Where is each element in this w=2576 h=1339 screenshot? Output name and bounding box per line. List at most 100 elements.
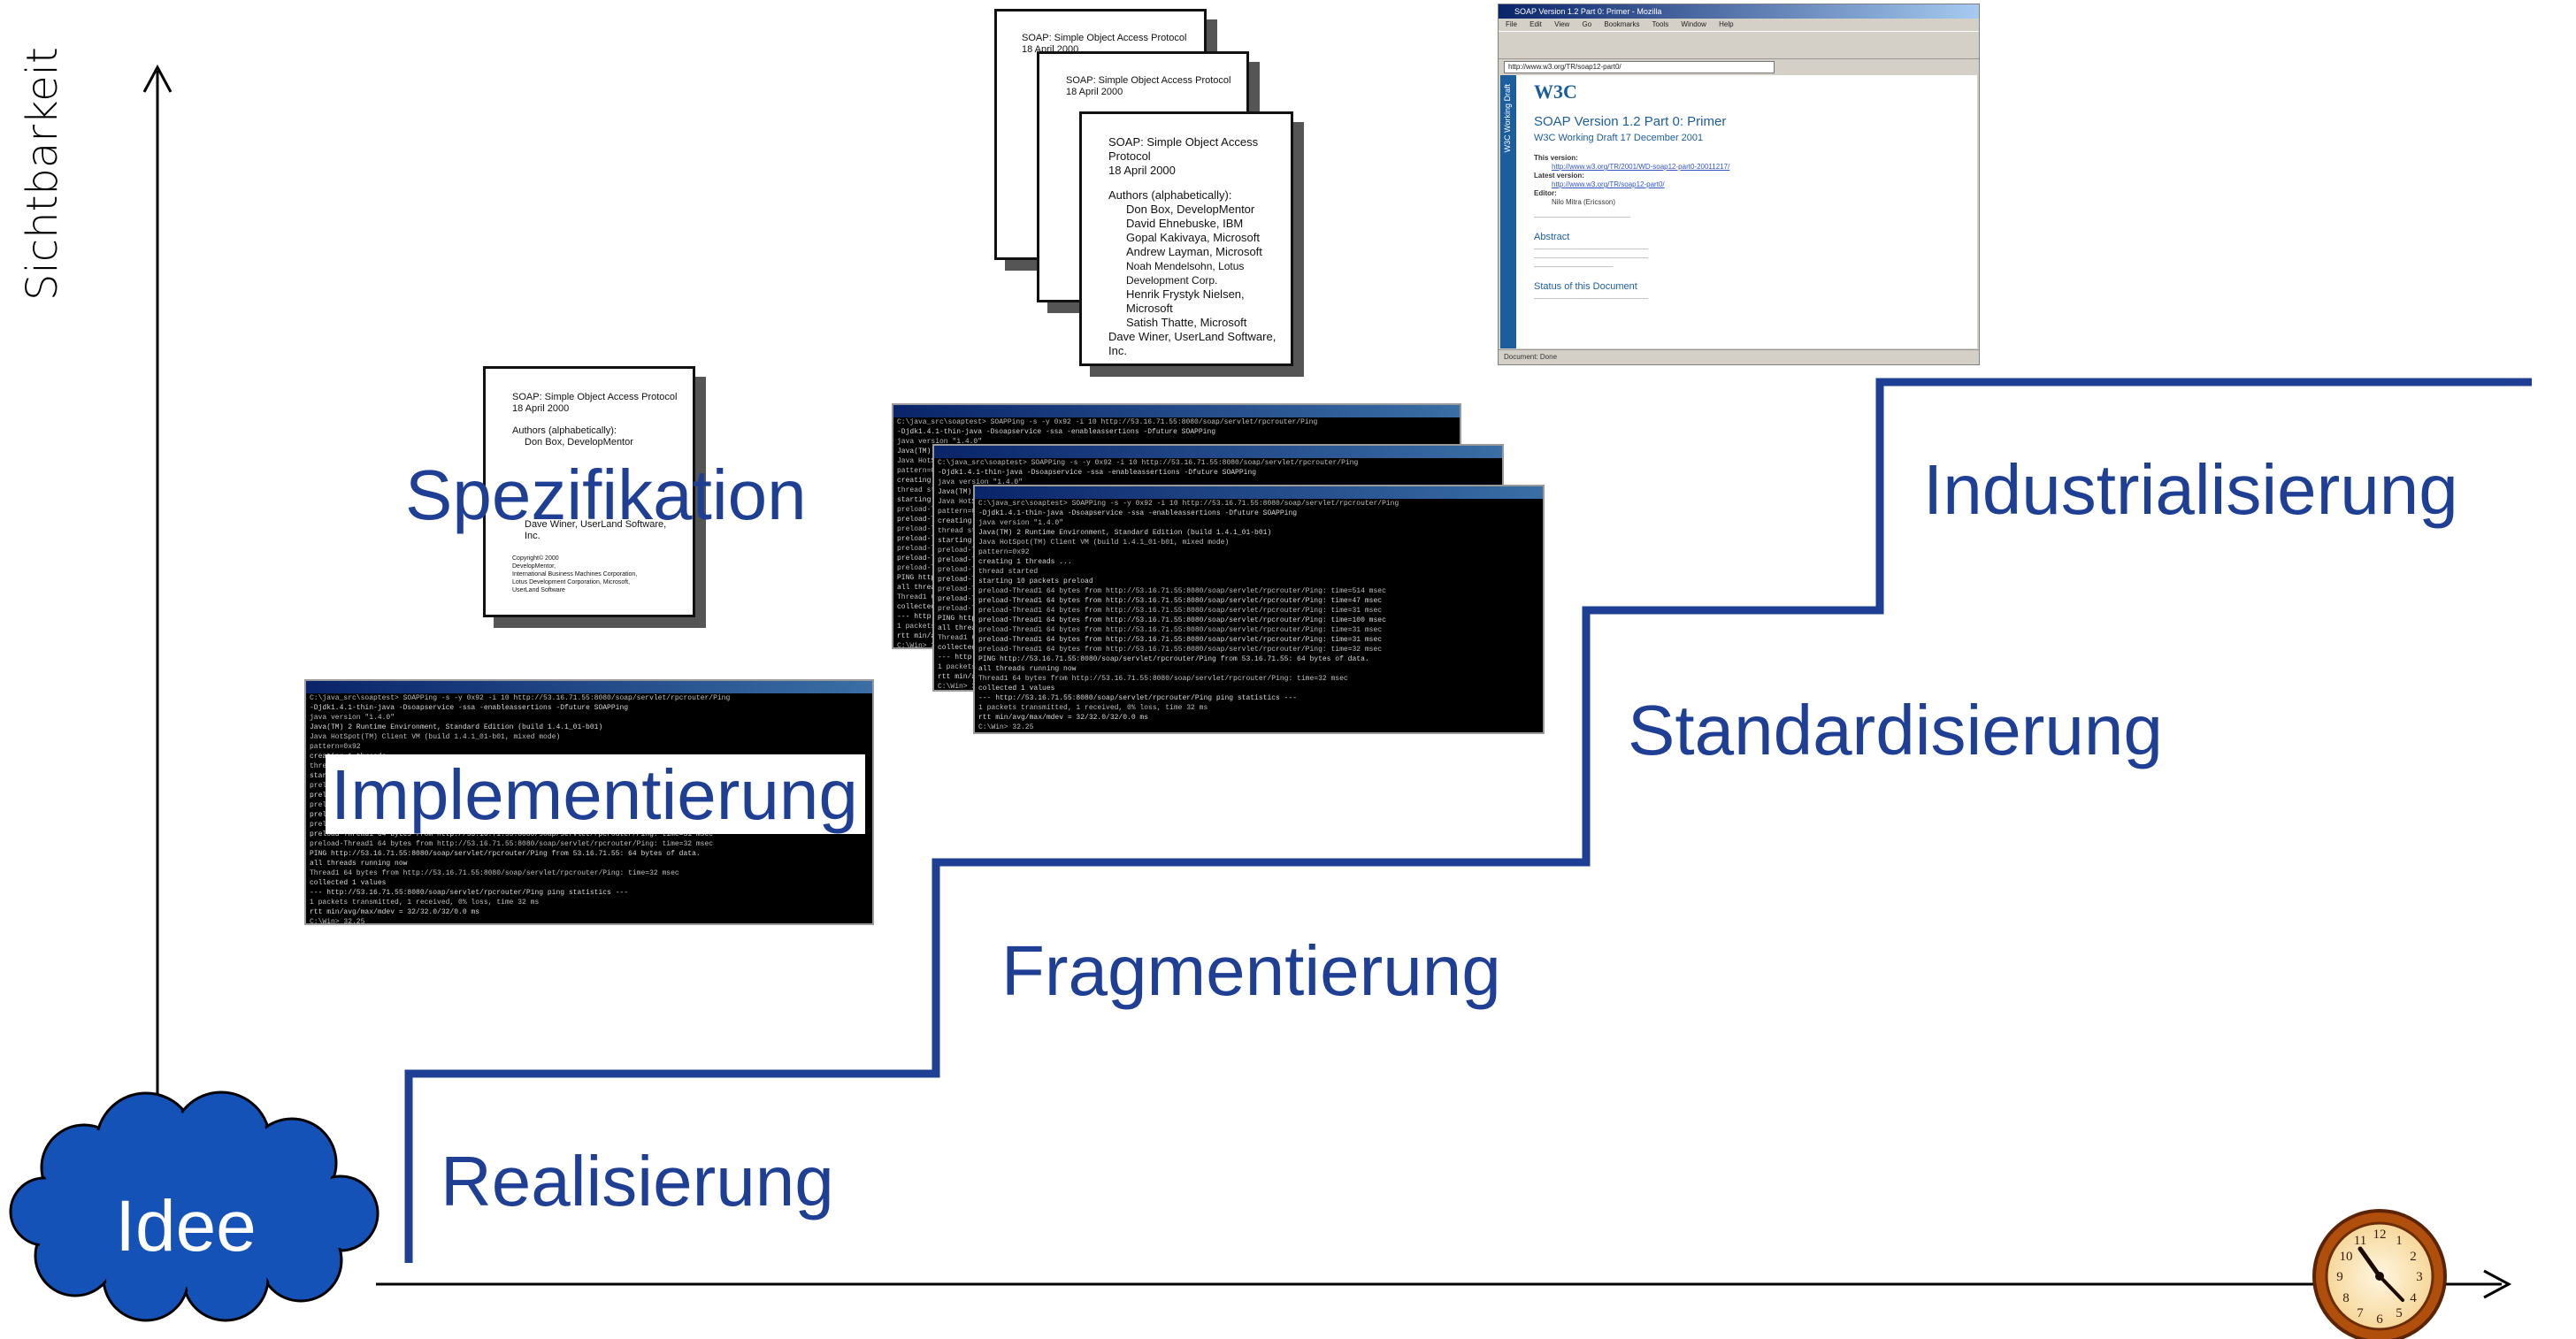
terminal-title-bar [893, 405, 1460, 417]
browser-status-bar: Document: Done [1499, 349, 1979, 364]
idea-label: Idee [115, 1186, 257, 1266]
terminal-line: -Djdk1.4.1-thin-java -Dsoapservice -ssa … [978, 509, 1298, 517]
stage-label-standardisierung: Standardisierung [1628, 691, 2163, 769]
svg-text:10: 10 [2340, 1250, 2353, 1264]
terminal-title-bar [975, 486, 1543, 499]
doc-title: SOAP Version 1.2 Part 0: Primer [1534, 114, 1727, 129]
terminal-line: C:\Win> 32.25 [897, 642, 953, 649]
terminal-line: preload-Thread1 64 bytes from http://53.… [978, 626, 1383, 634]
svg-text:5: 5 [2396, 1306, 2403, 1320]
terminal-line: pattern=0x92 [897, 467, 948, 475]
doc-author: Don Box, DevelopMentor [1126, 203, 1255, 216]
browser-window: SOAP Version 1.2 Part 0: Primer - Mozill… [1498, 4, 1980, 365]
terminal-line: C:\Win> 32.25 [938, 683, 993, 691]
stage-label-implementierung-box: Implementierung [326, 754, 865, 834]
doc-copyright: Copyright© 2000 [512, 555, 559, 562]
terminal-line: Java(TM) 2 Runtime Environment, Standard… [310, 723, 603, 731]
terminal-line: 1 packets transmitted, 1 received, 0% lo… [978, 704, 1208, 712]
doc-subtitle: W3C Working Draft 17 December 2001 [1534, 133, 1704, 143]
clock-icon: 12 1 2 3 4 5 6 7 8 9 10 11 [2312, 1209, 2447, 1339]
terminal-title-bar [306, 681, 872, 693]
stage-label-industrialisierung: Industrialisierung [1923, 450, 2458, 529]
terminal-line: PING http://53.16.71.55:8080/soap/servle… [310, 850, 701, 858]
terminal-line: preload-Thread1 64 bytes from http://53.… [310, 830, 714, 838]
browser-address-bar: http://www.w3.org/TR/soap12-part0/ [1499, 59, 1979, 75]
doc-author: Dave Winer, UserLand Software, Inc. [525, 519, 667, 541]
doc-author: Henrik Frystyk Nielsen, Microsoft [1126, 287, 1245, 315]
terminal-line: -Djdk1.4.1-thin-java -Dsoapservice -ssa … [938, 469, 1257, 477]
terminal-line: preload-Thread1 64 bytes from http://53.… [978, 636, 1383, 644]
doc-copyright: Lotus Development Corporation, Microsoft… [512, 579, 631, 585]
latest-version-link: http://www.w3.org/TR/soap12-part0/ [1552, 180, 1665, 188]
terminal-line: java version "1.4.0" [938, 478, 1024, 486]
y-axis-label: Sichtbarkeit [18, 47, 67, 301]
svg-text:3: 3 [2416, 1270, 2423, 1284]
terminal-line: Thread1 64 bytes from http://53.16.71.55… [978, 675, 1348, 683]
doc-author: David Ehnebuske, IBM [1126, 217, 1244, 230]
w3c-logo: W3C [1534, 80, 1577, 103]
doc-author: Gopal Kakivaya, Microsoft [1126, 231, 1261, 244]
terminal-line: C:\Win> 32.25 [310, 918, 365, 925]
terminal-line: preload-Thread1 64 bytes from http://53.… [978, 616, 1386, 624]
terminal-line: java version "1.4.0" [897, 438, 983, 446]
doc-title: SOAP: Simple Object Access Protocol [1108, 135, 1259, 163]
status-heading: Status of this Document [1534, 281, 1637, 292]
terminal-output: C:\java_src\soaptest> SOAPPing -s -y 0x9… [975, 499, 1543, 732]
terminal-line: -Djdk1.4.1-thin-java -Dsoapservice -ssa … [310, 704, 629, 712]
editor-name: Nilo Mitra (Ericsson) [1552, 198, 1616, 206]
doc-author: Don Box, DevelopMentor [525, 437, 633, 448]
terminal-line: collected 1 values [310, 879, 387, 887]
svg-text:11: 11 [2354, 1234, 2366, 1248]
svg-text:1: 1 [2396, 1234, 2403, 1248]
terminal-line: C:\Win> 32.25 [978, 723, 1034, 731]
terminal-line: C:\java_src\soaptest> SOAPPing -s -y 0x9… [310, 694, 731, 702]
terminal-line: preload-Thread1 64 bytes from http://53.… [978, 646, 1383, 654]
editor-label: Editor: [1534, 189, 1557, 197]
terminal-line: Thread1 64 bytes from http://53.16.71.55… [310, 869, 679, 877]
terminal-line: starting 10 packets preload [978, 578, 1093, 585]
doc-title: SOAP: Simple Object Access Protocol [1022, 33, 1187, 43]
terminal-line: pattern=0x92 [310, 743, 361, 751]
terminal-line: -Djdk1.4.1-thin-java -Dsoapservice -ssa … [897, 428, 1216, 436]
svg-text:12: 12 [2373, 1228, 2387, 1242]
doc-date: 18 April 2000 [512, 403, 570, 414]
terminal-line: C:\java_src\soaptest> SOAPPing -s -y 0x9… [938, 459, 1359, 467]
svg-text:8: 8 [2342, 1291, 2350, 1305]
terminal-line: java version "1.4.0" [978, 519, 1064, 527]
stage-label-fragmentierung: Fragmentierung [1001, 931, 1501, 1010]
terminal-line: collected 1 values [978, 685, 1055, 692]
doc-title: SOAP: Simple Object Access Protocol [1066, 75, 1231, 86]
y-axis-arrowhead [142, 64, 172, 93]
terminal-line: java version "1.4.0" [310, 714, 395, 722]
terminal-title-bar [934, 446, 1502, 458]
terminal-line: thread started [938, 527, 998, 535]
idea-cloud [9, 1090, 380, 1322]
staircase-line [404, 378, 2532, 1263]
terminal-line: Java HotSpot(TM) Client VM (build 1.4.1_… [978, 539, 1230, 547]
x-axis-arrowhead [2483, 1269, 2512, 1299]
this-version-label: This version: [1534, 154, 1578, 162]
browser-title-bar: SOAP Version 1.2 Part 0: Primer - Mozill… [1499, 4, 1979, 19]
terminal-line: Java(TM) 2 Runtime Environment, Standard… [978, 529, 1272, 537]
terminal-line: thread started [897, 486, 957, 494]
terminal-line: creating 1 threads ... [978, 558, 1072, 566]
doc-copyright: International Business Machines Corporat… [512, 571, 638, 578]
terminal-line: preload-Thread1 64 bytes from http://53.… [978, 607, 1383, 615]
terminal-line: --- http://53.16.71.55:8080/soap/servlet… [310, 889, 629, 897]
terminal-line: rtt min/avg/max/mdev = 32/32.0/32/0.0 ms [978, 714, 1149, 722]
svg-text:7: 7 [2357, 1306, 2364, 1320]
doc-date: 18 April 2000 [1108, 164, 1176, 177]
spec-document-front: SOAP: Simple Object Access Protocol 18 A… [1079, 111, 1293, 366]
stage-label-implementierung: Implementierung [331, 755, 858, 834]
terminal-line: C:\java_src\soaptest> SOAPPing -s -y 0x9… [897, 418, 1318, 426]
terminal-line: PING http://53.16.71.55:8080/soap/servle… [978, 655, 1369, 663]
abstract-heading: Abstract [1534, 232, 1570, 242]
terminal-line: 1 packets transmitted, 1 received, 0% lo… [310, 899, 540, 907]
browser-menu-bar: File Edit View Go Bookmarks Tools Window… [1506, 20, 1734, 28]
svg-text:2: 2 [2410, 1250, 2417, 1264]
svg-text:4: 4 [2410, 1291, 2417, 1305]
doc-copyright: DevelopMentor, [512, 563, 556, 570]
terminal-line: preload-Thread1 64 bytes from http://53.… [978, 597, 1383, 605]
address-field: http://www.w3.org/TR/soap12-part0/ [1504, 61, 1775, 73]
